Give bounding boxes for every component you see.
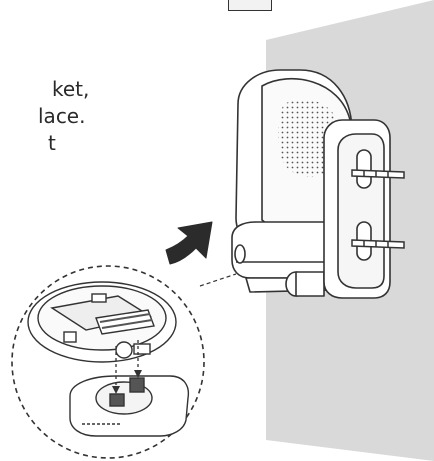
top-label-box	[228, 0, 272, 11]
wall-bracket	[323, 119, 391, 299]
latch	[133, 343, 151, 355]
insert-arrowhead-right	[134, 370, 142, 378]
connector-pin-row	[101, 319, 153, 329]
screw-lower	[351, 239, 405, 249]
plug-right	[129, 377, 145, 393]
side-port	[234, 244, 246, 264]
instruction-line-3: t	[48, 131, 56, 155]
tilt-knob-body	[295, 271, 325, 297]
wall-screws	[351, 169, 405, 249]
keyhole-slot-upper	[356, 149, 372, 189]
direction-arrow-icon	[165, 221, 213, 265]
instruction-line-1: ket,	[52, 77, 88, 101]
board-chip	[91, 293, 107, 303]
instruction-line-2: lace.	[38, 104, 86, 128]
zoom-callout	[11, 265, 237, 459]
plug-left	[109, 393, 125, 407]
insert-arrowhead-left	[112, 386, 120, 394]
instruction-text: ket, lace. t	[0, 76, 88, 157]
callout-connector	[199, 273, 237, 287]
connector-pin-row	[99, 313, 151, 323]
lens-ring	[115, 341, 133, 359]
clip-left	[63, 331, 77, 343]
screw-upper	[351, 169, 405, 179]
